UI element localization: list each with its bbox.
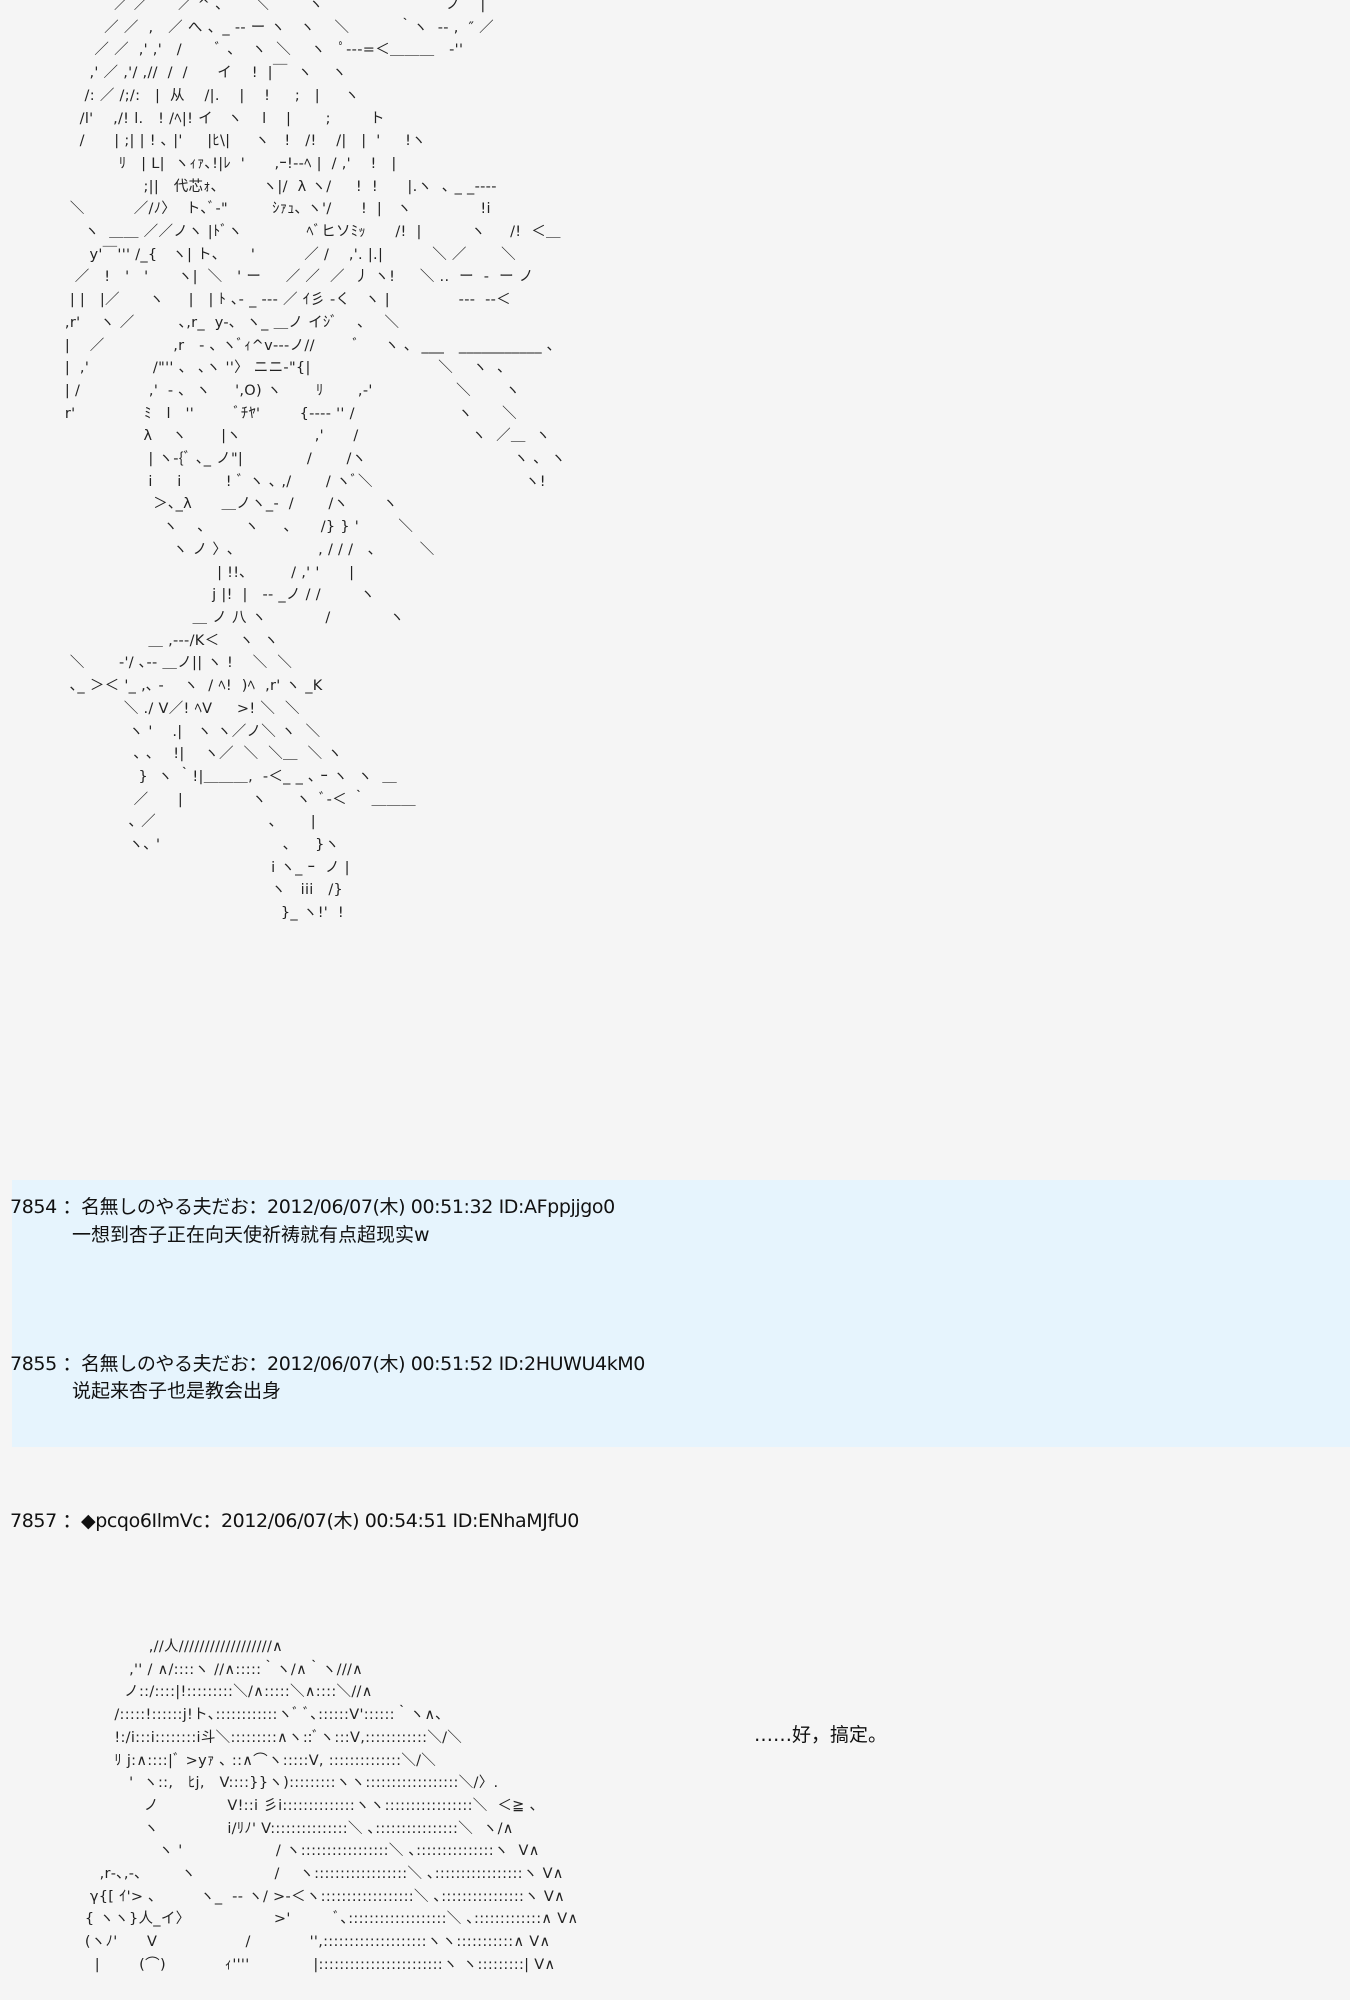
highlighted-replies-background bbox=[12, 1180, 1350, 1447]
post-number[interactable]: 7857 bbox=[10, 1510, 57, 1532]
poster-id: ID:2HUWU4kM0 bbox=[498, 1353, 646, 1375]
post-date: 2012/06/07(木) 00:51:52 bbox=[267, 1353, 493, 1375]
post-number[interactable]: 7854 bbox=[10, 1196, 57, 1218]
poster-id: ID:AFppjjgo0 bbox=[498, 1196, 616, 1218]
ascii-art-bottom: ,//人//////////////////∧ ,'' / ∧/::::ヽ //… bbox=[84, 1639, 579, 1973]
post-body-7854: 一想到杏子正在向天使祈祷就有点超现实w bbox=[72, 1224, 430, 1246]
post-date: 2012/06/07(木) 00:51:32 bbox=[267, 1196, 493, 1218]
separator: ： bbox=[62, 1196, 82, 1218]
separator: ： bbox=[202, 1510, 221, 1532]
poster-id: ID:ENhaMJfU0 bbox=[452, 1510, 580, 1532]
separator: ： bbox=[62, 1353, 82, 1375]
post-header-7854: 7854 ：名無しのやる夫だお：2012/06/07(木) 00:51:32 I… bbox=[10, 1192, 615, 1219]
post-header-7857: 7857 ：◆pcqo6IlmVc：2012/06/07(木) 00:54:51… bbox=[10, 1506, 579, 1533]
separator: ： bbox=[248, 1196, 268, 1218]
post-number[interactable]: 7855 bbox=[10, 1353, 57, 1375]
separator: ： bbox=[248, 1353, 268, 1375]
ascii-art-top: ／ ／ ／ ^ 、 ＼ ヽ ノ | ／ ／ , ／ へ 、_ -‐ ー ヽ ヽ … bbox=[64, 0, 566, 922]
poster-name: 名無しのやる夫だお bbox=[81, 1196, 249, 1218]
poster-name: 名無しのやる夫だお bbox=[81, 1353, 249, 1375]
speech-text: ……好，搞定。 bbox=[754, 1724, 888, 1746]
post-header-7855: 7855 ：名無しのやる夫だお：2012/06/07(木) 00:51:52 I… bbox=[10, 1349, 645, 1376]
post-date: 2012/06/07(木) 00:54:51 bbox=[220, 1510, 447, 1532]
separator: ： bbox=[62, 1510, 82, 1532]
poster-trip: ◆pcqo6IlmVc bbox=[81, 1510, 203, 1532]
post-body-7855: 说起来杏子也是教会出身 bbox=[72, 1380, 282, 1402]
